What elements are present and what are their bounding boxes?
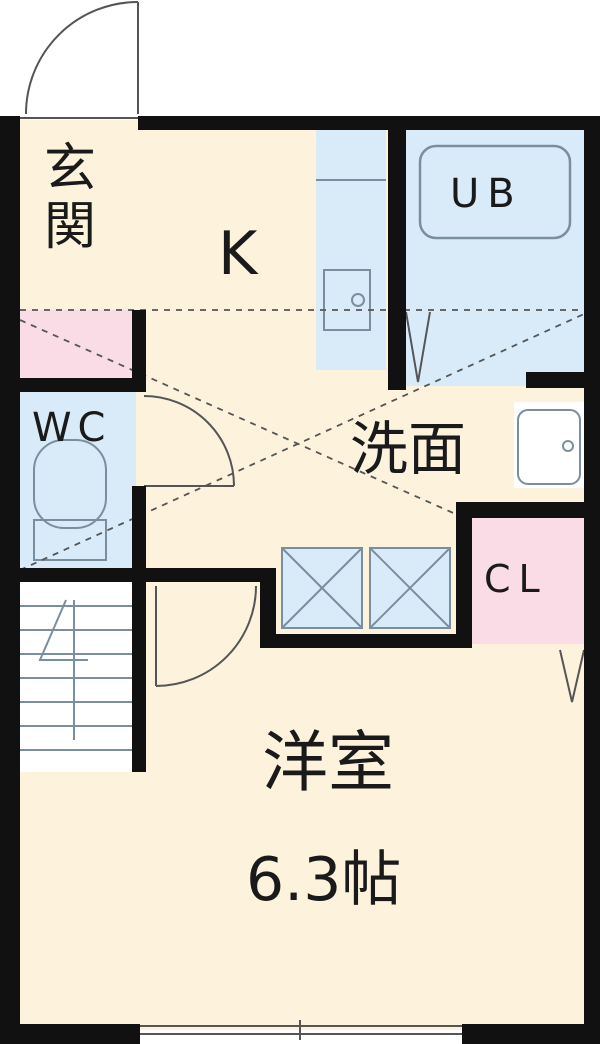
stairs-icon [16, 599, 134, 751]
sink-drain-icon [351, 293, 365, 307]
floor-toilet [16, 390, 136, 570]
kitchen-sink-icon [323, 269, 371, 331]
room-label-western-room: 洋室 [262, 724, 394, 801]
room-label-entrance: 玄 関 [43, 139, 96, 258]
bathtub-icon [418, 144, 572, 240]
door-swings [25, 1, 585, 703]
floor-kitchen-counter [316, 130, 386, 370]
ceiling-dashed-lines [19, 309, 585, 571]
walls [0, 116, 600, 1044]
room-label-washroom: 洗面 [350, 415, 467, 483]
room-label-closet: CL [484, 557, 548, 601]
window-icon [140, 1020, 462, 1040]
floor-entrance [14, 120, 138, 310]
storage-shelves-icon [281, 547, 451, 629]
toilet-bowl-icon [33, 439, 107, 529]
floor-closet [468, 516, 586, 644]
wash-basin-icon [517, 409, 581, 485]
room-label-kitchen: K [218, 219, 258, 289]
floor-unit-bath [404, 126, 584, 386]
room-size-western-room: 6.3帖 [246, 845, 402, 915]
room-label-unit-bath: UB [450, 171, 523, 217]
toilet-tank-icon [33, 519, 107, 561]
room-label-toilet: WC [32, 405, 112, 451]
wash-basin-drain-icon [562, 440, 574, 452]
